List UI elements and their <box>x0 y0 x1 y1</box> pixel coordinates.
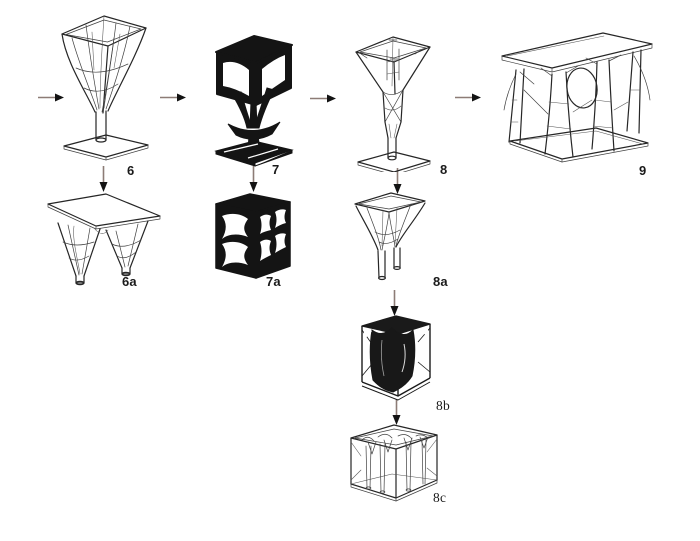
figure-6a-drawing <box>47 193 161 286</box>
figure-8-label: 8 <box>440 162 448 177</box>
figure-6a-label: 6a <box>122 274 137 289</box>
figure-8c-label: 8c <box>433 490 447 505</box>
figure-8a-label: 8a <box>433 274 448 289</box>
figure-7-drawing <box>214 35 294 167</box>
down-arrow-icon <box>390 290 399 316</box>
right-arrow-icon <box>160 93 186 102</box>
figure-8c-drawing <box>350 424 438 502</box>
figure-7-label: 7 <box>272 162 280 177</box>
right-arrow-icon <box>455 93 481 102</box>
figure-8b-label: 8b <box>436 398 450 413</box>
down-arrow-icon <box>392 399 401 425</box>
down-arrow-icon <box>99 166 108 192</box>
right-arrow-icon <box>38 93 64 102</box>
figure-7a-drawing <box>215 193 291 279</box>
figure-6-label: 6 <box>127 163 135 178</box>
figure-7a-label: 7a <box>266 274 281 289</box>
figure-8-drawing <box>355 36 431 172</box>
figure-9-label: 9 <box>639 163 647 178</box>
figure-8b-drawing <box>361 315 431 401</box>
down-arrow-icon <box>249 166 258 192</box>
right-arrow-icon <box>310 94 336 103</box>
figure-8a-drawing <box>354 192 426 281</box>
figure-9-drawing <box>501 32 653 163</box>
figure-6-drawing <box>61 15 149 161</box>
